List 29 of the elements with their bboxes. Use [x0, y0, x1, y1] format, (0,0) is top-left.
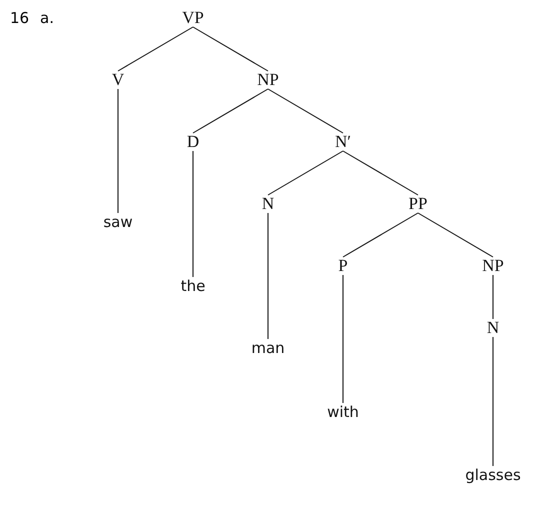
word-label: man [250, 338, 286, 358]
tree-branch [342, 212, 418, 258]
tree-branch [268, 150, 344, 196]
tree-branch [342, 274, 344, 404]
tree-branch [268, 88, 344, 134]
word-label: glasses [464, 465, 522, 485]
category-label: D [186, 132, 200, 152]
word-label: with [326, 402, 360, 422]
tree-branch [118, 26, 194, 72]
tree-branch [342, 150, 418, 196]
tree-branch [418, 212, 494, 258]
tree-branch [192, 26, 268, 72]
category-label: NP [256, 70, 280, 90]
tree-branch [492, 274, 494, 320]
category-label: N′ [334, 132, 352, 152]
example-number: 16 [10, 8, 30, 28]
word-label: saw [102, 212, 134, 232]
category-label: V [110, 70, 126, 90]
category-label: N [260, 194, 276, 214]
category-label: N [486, 318, 500, 338]
word-label: the [180, 276, 206, 296]
category-label: NP [481, 256, 505, 276]
example-letter: a. [40, 8, 54, 28]
tree-branch [192, 150, 194, 278]
category-label: VP [181, 8, 205, 28]
category-label: P [337, 256, 349, 276]
tree-branch [492, 336, 494, 466]
category-label: PP [408, 194, 428, 214]
tree-branch [192, 88, 268, 134]
